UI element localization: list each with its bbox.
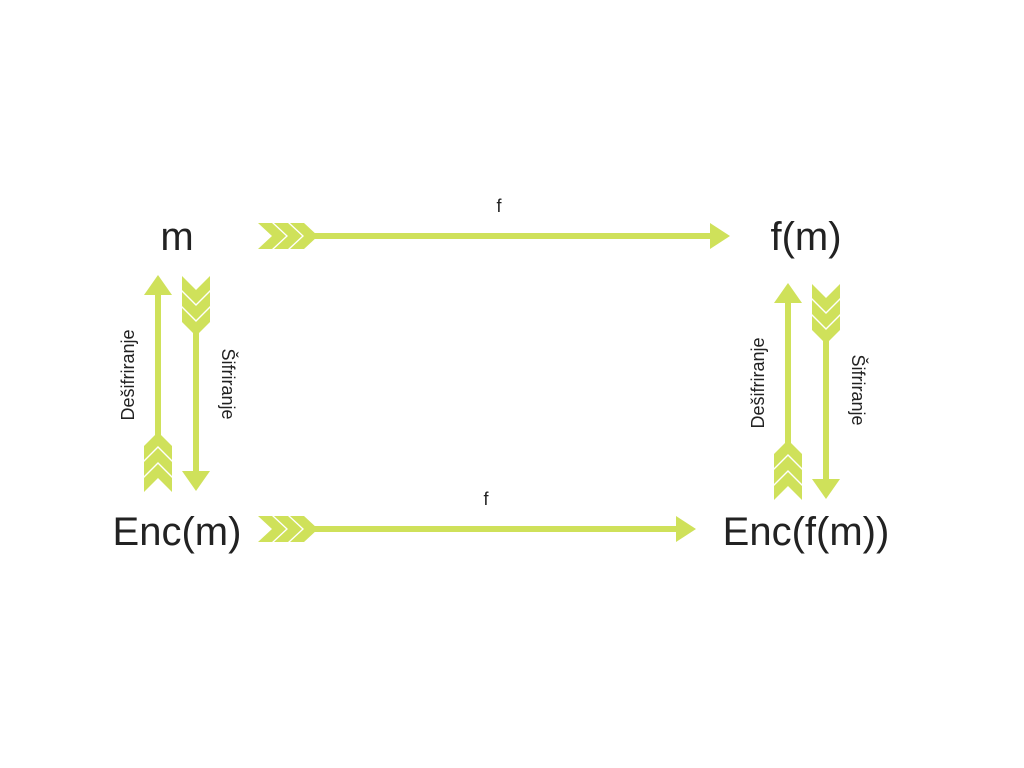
arrow-right-decrypt-tail-chevrons	[774, 440, 802, 500]
arrow-right-decrypt	[774, 283, 802, 500]
arrow-right-encrypt-tail-chevrons	[812, 284, 840, 344]
side-label-right-decrypt: Dešifriranje	[748, 337, 768, 428]
arrow-right-decrypt-head	[774, 283, 802, 303]
arrow-left-encrypt-tail-chevrons	[182, 276, 210, 336]
arrow-right-encrypt-shaft	[823, 336, 829, 482]
arrow-top-f	[258, 223, 730, 249]
side-label-right-encrypt: Šifriranje	[848, 354, 869, 425]
arrow-bottom-shaft	[308, 526, 678, 532]
arrow-bottom-f	[258, 516, 696, 542]
arrow-bottom-tail-chevrons	[258, 516, 318, 542]
arrow-left-encrypt-shaft	[193, 328, 199, 474]
arrow-top-head	[710, 223, 730, 249]
node-enc-m: Enc(m)	[113, 510, 242, 554]
node-m: m	[160, 215, 193, 259]
edge-label-top: f	[496, 196, 502, 216]
node-enc-f-of-m: Enc(f(m))	[723, 510, 890, 554]
arrow-top-shaft	[308, 233, 712, 239]
arrow-right-encrypt	[812, 284, 840, 499]
arrow-left-decrypt	[144, 275, 172, 492]
arrow-left-encrypt-head	[182, 471, 210, 491]
node-f-of-m: f(m)	[770, 215, 841, 259]
side-label-left-encrypt: Šifriranje	[218, 348, 239, 419]
arrow-left-encrypt	[182, 276, 210, 491]
side-label-left-decrypt: Dešifriranje	[118, 329, 138, 420]
arrow-left-decrypt-head	[144, 275, 172, 295]
arrow-left-decrypt-tail-chevrons	[144, 432, 172, 492]
arrow-bottom-head	[676, 516, 696, 542]
arrow-top-tail-chevrons	[258, 223, 318, 249]
arrow-left-decrypt-shaft	[155, 292, 161, 438]
arrow-right-encrypt-head	[812, 479, 840, 499]
edge-label-bottom: f	[483, 489, 489, 509]
arrow-right-decrypt-shaft	[785, 300, 791, 446]
